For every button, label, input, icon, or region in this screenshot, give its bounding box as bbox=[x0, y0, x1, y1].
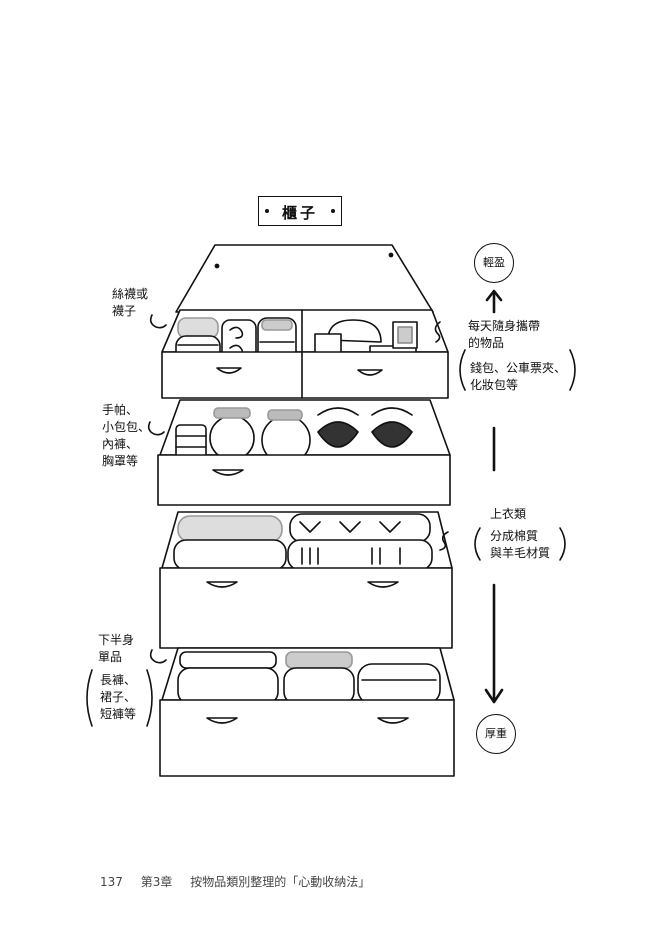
note-daily-examples: 錢包、公車票夾、 化妝包等 bbox=[470, 361, 567, 392]
note-bottoms-examples: 長褲、 裙子、 短褲等 bbox=[100, 673, 137, 721]
note-small-items: 手帕、 小包包、 內褲、 胸罩等 bbox=[102, 403, 151, 468]
heavy-label: 厚重 bbox=[476, 714, 516, 754]
drawer-1 bbox=[161, 309, 449, 399]
page-footer: 137 第3章 按物品類別整理的「心動收納法」 bbox=[100, 873, 370, 890]
folded-tops bbox=[173, 513, 433, 571]
folded-bottoms bbox=[177, 651, 441, 705]
note-tops-material: 分成棉質 與羊毛材質 bbox=[490, 529, 551, 560]
note-socks: 絲襪或 襪子 bbox=[112, 287, 149, 318]
note-tops: 上衣類 bbox=[490, 507, 527, 521]
page-number: 137 bbox=[100, 875, 123, 889]
drawer-4 bbox=[159, 647, 455, 777]
drawer-3 bbox=[159, 511, 453, 649]
chapter-title: 按物品類別整理的「心動收納法」 bbox=[190, 875, 371, 889]
weight-arrow bbox=[484, 289, 504, 704]
chapter-label: 第3章 bbox=[140, 875, 173, 889]
cabinet-title-text: 櫃子 bbox=[281, 204, 318, 222]
cabinet-lid bbox=[175, 244, 434, 313]
light-label: 輕盈 bbox=[474, 243, 514, 283]
note-daily: 每天隨身攜帶 的物品 bbox=[468, 319, 541, 350]
small-items bbox=[175, 407, 413, 465]
drawer-2 bbox=[157, 399, 451, 506]
note-bottoms: 下半身 單品 bbox=[98, 633, 135, 664]
cabinet-title: 櫃子 bbox=[258, 196, 342, 226]
